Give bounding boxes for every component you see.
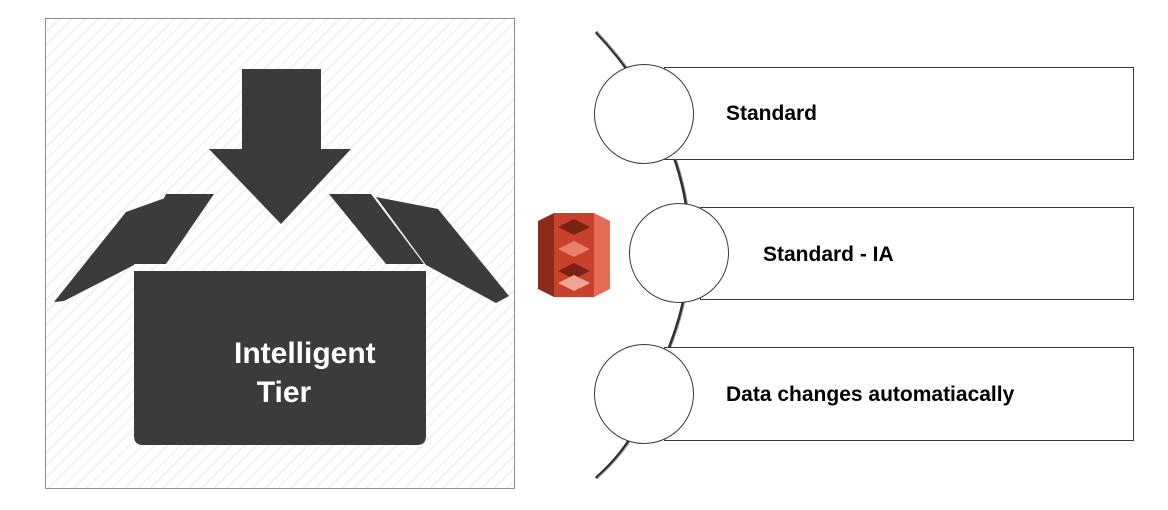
item-standard-ia-label: Standard - IA <box>763 243 894 266</box>
item-data-changes-box <box>664 347 1134 441</box>
s3-bucket-icon <box>538 213 610 297</box>
item-standard-circle <box>594 64 694 164</box>
item-standard-ia-circle <box>629 203 729 303</box>
item-data-changes-label: Data changes automatiacally <box>726 383 1015 406</box>
intelligent-tier-panel: Intelligent Tier <box>45 18 515 489</box>
item-standard-label: Standard <box>726 102 818 125</box>
item-standard-box <box>664 67 1134 160</box>
download-box-icon <box>54 69 509 445</box>
item-standard-ia-box <box>700 207 1134 300</box>
item-data-changes-circle <box>594 344 694 444</box>
box-label-line2: Tier <box>256 376 312 409</box>
